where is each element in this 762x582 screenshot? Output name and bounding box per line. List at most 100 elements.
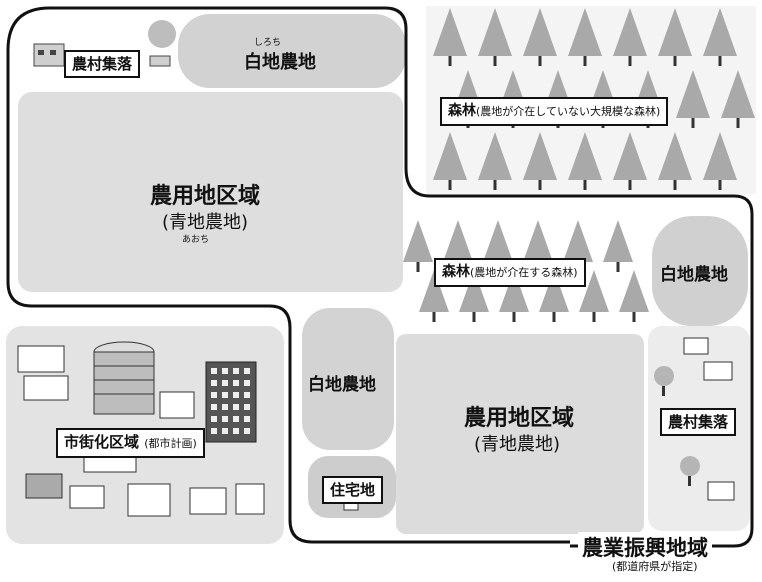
- tree-icon: [499, 270, 529, 312]
- tree-icon: [563, 220, 593, 262]
- window: [244, 404, 250, 410]
- tree-icon: [433, 8, 467, 56]
- white-land-right-label: 白地農地: [660, 265, 728, 285]
- tree-trunk: [616, 262, 620, 272]
- tree-trunk: [628, 180, 632, 190]
- tree-icon: [619, 270, 649, 312]
- forest-with-farm-trees: [403, 220, 649, 322]
- window: [211, 368, 217, 374]
- tree-icon: [658, 132, 692, 180]
- white-land-top-label: 白地農地: [244, 52, 316, 73]
- forest-no-farm-title: 森林: [448, 103, 476, 119]
- village-right-label: 農村集落: [660, 408, 737, 436]
- tree-trunk: [493, 180, 497, 190]
- tree-trunk: [552, 312, 556, 322]
- tree-icon: [483, 220, 513, 262]
- tree-trunk: [736, 118, 740, 128]
- forest-no-farm-note: (農地が介在していない大規模な森林): [476, 105, 661, 118]
- tree-icon: [523, 220, 553, 262]
- tree-trunk: [448, 180, 452, 190]
- tree-icon: [478, 132, 512, 180]
- urban-area-title: 市街化区域: [64, 433, 140, 451]
- agri-field-2: [396, 334, 644, 534]
- village-top-label: 農村集落: [64, 50, 141, 78]
- window: [211, 392, 217, 398]
- tree-icon: [579, 270, 609, 312]
- window: [211, 416, 217, 422]
- tree-trunk: [632, 312, 636, 322]
- tree-trunk: [691, 118, 695, 128]
- window: [233, 428, 239, 434]
- forest-with-farm-title: 森林: [442, 264, 470, 280]
- tree-trunk: [416, 262, 420, 272]
- tree-icon: [721, 70, 755, 118]
- tree-trunk: [448, 56, 452, 66]
- window: [233, 368, 239, 374]
- agri-zone-1-sub: (青地農地): [162, 212, 249, 233]
- window: [211, 428, 217, 434]
- tree-trunk: [493, 56, 497, 66]
- urban-buildings: [17, 341, 265, 517]
- window: [211, 404, 217, 410]
- window: [222, 416, 228, 422]
- residential-label: 住宅地: [322, 476, 384, 504]
- forest-no-farm-label: 森林(農地が介在していない大規模な森林): [440, 97, 669, 126]
- window: [244, 368, 250, 374]
- window: [211, 380, 217, 386]
- white-land-left-label: 白地農地: [308, 375, 376, 395]
- window: [222, 368, 228, 374]
- window: [233, 416, 239, 422]
- tree-icon: [613, 8, 647, 56]
- tree-icon: [403, 220, 433, 262]
- forest-with-farm-note: (農地が介在する森林): [470, 266, 578, 279]
- village-top-illustration: [33, 20, 176, 67]
- urban-area-label: 市街化区域 (都市計画): [56, 428, 205, 458]
- tree-trunk: [472, 312, 476, 322]
- tree-icon: [603, 220, 633, 262]
- agri-zone-1-label: 農用地区域: [150, 184, 261, 209]
- village-right-illustration: [654, 337, 735, 501]
- tree-icon: [703, 132, 737, 180]
- window: [222, 404, 228, 410]
- promotion-area-note: (都道府県が指定): [612, 560, 698, 573]
- window: [222, 380, 228, 386]
- tree-icon: [539, 270, 569, 312]
- tree-icon: [703, 8, 737, 56]
- urban-area-note: (都市計画): [144, 437, 197, 450]
- tree-icon: [568, 132, 602, 180]
- tree-trunk: [512, 312, 516, 322]
- tree-trunk: [673, 56, 677, 66]
- tree-trunk: [583, 180, 587, 190]
- window: [244, 428, 250, 434]
- agri-field-1: [18, 92, 403, 292]
- tree-trunk: [673, 180, 677, 190]
- window: [244, 392, 250, 398]
- agri-zone-1-ruby: あおち: [182, 235, 210, 245]
- white-land-top-field: [178, 14, 406, 88]
- window: [244, 416, 250, 422]
- white-land-right-field: [652, 216, 748, 326]
- tree-icon: [568, 8, 602, 56]
- agri-zone-2-sub: (青地農地): [474, 434, 561, 455]
- promotion-area-label: 農業振興地域: [578, 532, 712, 562]
- tree-icon: [443, 220, 473, 262]
- forest-with-farm-label: 森林(農地が介在する森林): [434, 258, 586, 287]
- tree-trunk: [628, 56, 632, 66]
- promotion-area-boundary-left: [6, 6, 570, 544]
- tree-icon: [613, 132, 647, 180]
- tree-trunk: [432, 312, 436, 322]
- window: [233, 404, 239, 410]
- tree-icon: [658, 8, 692, 56]
- tree-icon: [523, 8, 557, 56]
- tree-trunk: [538, 56, 542, 66]
- agri-zone-2-label: 農用地区域: [464, 406, 575, 431]
- tree-trunk: [718, 56, 722, 66]
- window: [233, 380, 239, 386]
- tree-icon: [676, 70, 710, 118]
- tree-icon: [478, 8, 512, 56]
- tree-icon: [523, 132, 557, 180]
- promotion-area-boundary: [50, 6, 754, 548]
- tree-icon: [419, 270, 449, 312]
